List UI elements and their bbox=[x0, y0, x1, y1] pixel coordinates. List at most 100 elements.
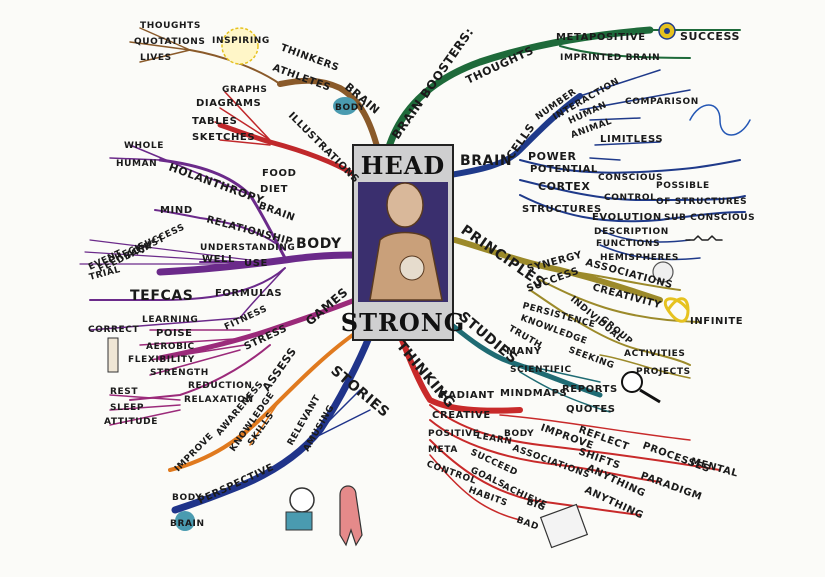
body-bubble-icon bbox=[333, 97, 357, 115]
label-brain-boosters: BRAIN BOOSTERS: bbox=[389, 25, 477, 142]
label-poise: POISE bbox=[156, 328, 193, 339]
figure-stance-icon bbox=[107, 337, 119, 373]
cigarette-pack-icon bbox=[539, 503, 589, 549]
branch-games-lines bbox=[109, 297, 358, 426]
central-title-bottom: STRONG bbox=[341, 308, 465, 337]
label-understanding: UNDERSTANDING bbox=[200, 243, 295, 253]
label-comparison: COMPARISON bbox=[625, 97, 699, 107]
central-title-top: HEAD bbox=[361, 151, 445, 180]
label-possible: POSSIBLE bbox=[656, 181, 710, 191]
label-creative: CREATIVE bbox=[432, 410, 491, 421]
label-holanthropy: HOLANTHROPY bbox=[167, 161, 266, 208]
label-flexibility: FLEXIBILITY bbox=[128, 355, 195, 365]
label-description: DESCRIPTION bbox=[594, 227, 669, 237]
branch-thinking-lines bbox=[397, 332, 721, 521]
label-brain-st: BRAIN bbox=[170, 519, 205, 529]
label-body-main: BODY bbox=[296, 236, 342, 252]
label-seeking: SEEKING bbox=[567, 345, 616, 371]
label-lives: LIVES bbox=[140, 53, 172, 63]
label-body-st: BODY bbox=[172, 493, 202, 503]
label-body: BODY bbox=[335, 103, 365, 113]
label-thoughts-bb: THOUGHTS bbox=[140, 21, 201, 31]
label-reports: REPORTS bbox=[562, 384, 618, 395]
starburst-icon bbox=[221, 27, 259, 65]
label-perspective: PERSPECTIVE bbox=[197, 462, 276, 507]
label-potential: POTENTIAL bbox=[530, 164, 598, 175]
label-sub-conscious: SUB CONSCIOUS bbox=[664, 213, 755, 223]
label-reduction: REDUCTION bbox=[188, 381, 253, 391]
brain-blob-icon bbox=[175, 511, 195, 531]
label-limitless: LIMITLESS bbox=[600, 134, 663, 145]
label-human-body: HUMAN bbox=[116, 159, 157, 169]
branch-body-lines bbox=[79, 144, 359, 331]
head-portrait bbox=[386, 182, 424, 228]
figure-reading-icon bbox=[285, 487, 315, 531]
label-success: SUCCESS bbox=[680, 30, 740, 43]
label-tefcas: TEFCAS bbox=[130, 288, 193, 304]
label-metapositive: METAPOSITIVE bbox=[556, 32, 646, 43]
branch-assess-lines bbox=[168, 328, 362, 472]
label-whole: WHOLE bbox=[124, 141, 164, 151]
label-body-th: BODY bbox=[504, 429, 534, 439]
label-activities: ACTIVITIES bbox=[624, 349, 686, 359]
label-diet: DIET bbox=[260, 184, 288, 195]
central-image: HEAD STRONG bbox=[341, 144, 465, 341]
label-relaxation: RELAXATION bbox=[184, 395, 254, 405]
label-sketches: SKETCHES bbox=[192, 132, 255, 143]
label-brain-cells-brain: BRAIN bbox=[460, 153, 512, 169]
branch-stories-lines bbox=[171, 331, 374, 514]
label-well: WELL bbox=[202, 254, 235, 265]
label-formulas: FORMULAS bbox=[215, 288, 282, 299]
label-inspiring: INSPIRING bbox=[212, 36, 270, 46]
label-imprinted-brain: IMPRINTED BRAIN bbox=[560, 53, 660, 63]
label-quotes: QUOTES bbox=[566, 404, 616, 415]
label-mindmaps: MINDMAPS bbox=[500, 388, 567, 399]
infinity-icon bbox=[664, 297, 690, 323]
magnifier-icon bbox=[621, 371, 661, 404]
label-quotations: QUOTATIONS bbox=[134, 37, 205, 47]
label-evolution: EVOLUTION bbox=[592, 212, 662, 223]
figure-pink-icon bbox=[339, 485, 363, 547]
label-food: FOOD bbox=[262, 168, 297, 179]
branch-illustrations-lines bbox=[214, 91, 358, 178]
label-use: USE bbox=[244, 258, 268, 269]
label-meta: META bbox=[428, 445, 458, 455]
label-rest: REST bbox=[110, 387, 138, 397]
label-control: CONTROL bbox=[604, 193, 656, 203]
label-correct: CORRECT bbox=[88, 325, 139, 335]
label-cortex: CORTEX bbox=[538, 180, 591, 193]
label-conscious: CONSCIOUS bbox=[598, 173, 663, 183]
brain-bicep-icon bbox=[399, 255, 425, 281]
success-target-icon bbox=[658, 22, 676, 40]
label-bad: BAD bbox=[515, 515, 540, 532]
evolution-icon bbox=[685, 235, 723, 241]
label-learning: LEARNING bbox=[142, 315, 198, 325]
label-positive: POSITIVE bbox=[428, 429, 479, 439]
label-radiant: RADIANT bbox=[440, 390, 495, 401]
branch-brain-cells-lines bbox=[447, 69, 746, 261]
label-graphs: GRAPHS bbox=[222, 85, 268, 95]
label-aerobic: AEROBIC bbox=[146, 342, 195, 352]
label-projects: PROJECTS bbox=[636, 367, 691, 377]
label-mind: MIND bbox=[160, 205, 193, 216]
label-scientific: SCIENTIFIC bbox=[510, 365, 572, 375]
label-sleep: SLEEP bbox=[110, 403, 144, 413]
label-structures: STRUCTURES bbox=[522, 204, 602, 215]
label-mental: MENTAL bbox=[689, 456, 739, 479]
label-diagrams: DIAGRAMS bbox=[196, 98, 261, 109]
label-functions: FUNCTIONS bbox=[596, 239, 660, 249]
sphere-icon bbox=[652, 261, 674, 283]
spring-icon bbox=[689, 104, 751, 136]
label-attitude: ATTITUDE bbox=[104, 417, 158, 427]
label-power: POWER bbox=[528, 150, 577, 163]
label-body-brain: BRAIN bbox=[257, 200, 297, 223]
label-many: MANY bbox=[506, 346, 542, 357]
label-of-structures: OF STRUCTURES bbox=[656, 197, 747, 207]
label-hemispheres: HEMISPHERES bbox=[600, 253, 679, 263]
branch-studies-lines bbox=[449, 322, 611, 413]
branch-principles-lines bbox=[452, 237, 701, 379]
label-infinite: INFINITE bbox=[690, 316, 743, 327]
label-strength: STRENGTH bbox=[150, 368, 209, 378]
label-improve-as: IMPROVE bbox=[173, 431, 216, 474]
